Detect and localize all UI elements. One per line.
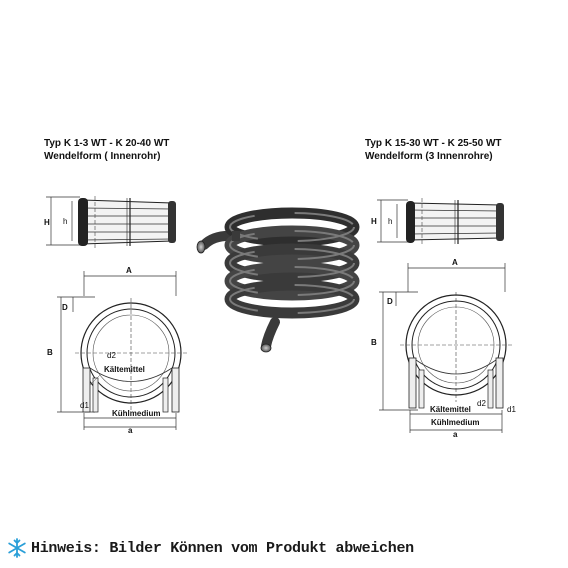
- right-drawing-caption: Typ K 15-30 WT - K 25-50 WT Wendelform (…: [365, 137, 502, 163]
- left-coolant-label: Kältemittel: [104, 365, 145, 374]
- coil-illustration: [196, 207, 360, 353]
- right-cooling-medium-label: Kühlmedium: [431, 418, 479, 427]
- left-dim-a: a: [128, 426, 133, 435]
- left-side-view: H h: [44, 196, 176, 249]
- left-dim-A: A: [126, 266, 132, 275]
- left-dim-B: B: [47, 348, 53, 357]
- right-dim-a: a: [453, 430, 458, 439]
- left-drawing-caption: Typ K 1-3 WT - K 20-40 WT Wendelform ( I…: [44, 137, 169, 163]
- left-type-label: Typ K 1-3 WT - K 20-40 WT: [44, 138, 170, 149]
- left-dim-D: D: [62, 303, 68, 312]
- left-cooling-medium-label: Kühlmedium: [112, 409, 160, 418]
- right-dim-B: B: [371, 338, 377, 347]
- left-form-label: Wendelform ( Innenrohr): [44, 151, 161, 162]
- right-type-label: Typ K 15-30 WT - K 25-50 WT: [365, 138, 502, 149]
- right-form-label: Wendelform (3 Innenrohre): [365, 151, 493, 162]
- right-dim-A: A: [452, 258, 458, 267]
- snowflake-icon: [8, 538, 26, 558]
- notice-text: Hinweis: Bilder Können vom Produkt abwei…: [31, 539, 414, 557]
- right-dim-h: h: [388, 217, 392, 226]
- left-dim-d2: d2: [107, 351, 116, 360]
- product-image-notice: Hinweis: Bilder Können vom Produkt abwei…: [6, 536, 414, 560]
- right-coolant-label: Kältemittel: [430, 405, 471, 414]
- right-side-view: H h: [371, 198, 504, 246]
- left-dim-H: H: [44, 218, 50, 227]
- left-dim-h: h: [63, 217, 67, 226]
- right-dim-d2: d2: [477, 399, 486, 408]
- right-dim-H: H: [371, 217, 377, 226]
- right-dim-D: D: [387, 297, 393, 306]
- right-top-view: A B D d2 d1 Kältemittel Kühlmedium a: [371, 258, 516, 439]
- left-top-view: A B D Kältemittel d2 d1 Kühlmedium a: [47, 266, 187, 435]
- left-dim-d1: d1: [80, 401, 89, 410]
- right-dim-d1: d1: [507, 405, 516, 414]
